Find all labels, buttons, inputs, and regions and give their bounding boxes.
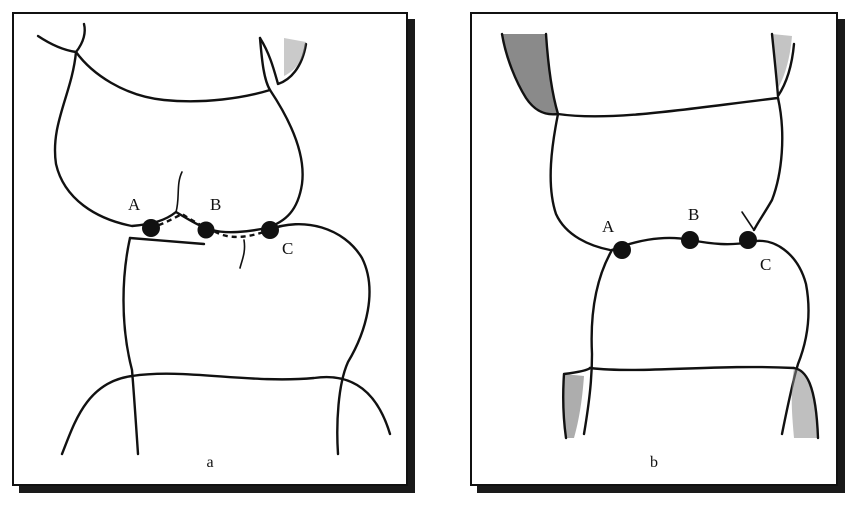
label-a: A [128, 195, 141, 214]
occlusal-line-b [612, 238, 750, 250]
caption-b: b [634, 454, 674, 472]
lower-tooth-a [124, 238, 139, 454]
panel-b: A B C b [470, 12, 838, 486]
label-b: B [210, 195, 221, 214]
upper-crown-top-a [76, 52, 270, 101]
diagram-a: A B C [14, 14, 406, 484]
label-c: C [760, 255, 771, 274]
label-c: C [282, 239, 293, 258]
contact-point-c [261, 221, 279, 239]
diagram-b: A B C [472, 14, 836, 484]
lower-tooth-b [584, 250, 612, 434]
upper-tooth-a [55, 38, 303, 232]
label-a: A [602, 217, 615, 236]
contact-point-b [198, 222, 215, 239]
contact-point-a [613, 241, 631, 259]
contact-point-b [681, 231, 699, 249]
contact-point-c [739, 231, 757, 249]
caption-a: a [190, 454, 230, 472]
label-b: B [688, 205, 699, 224]
panel-a: A B C a [12, 12, 408, 486]
contact-point-a [142, 219, 160, 237]
